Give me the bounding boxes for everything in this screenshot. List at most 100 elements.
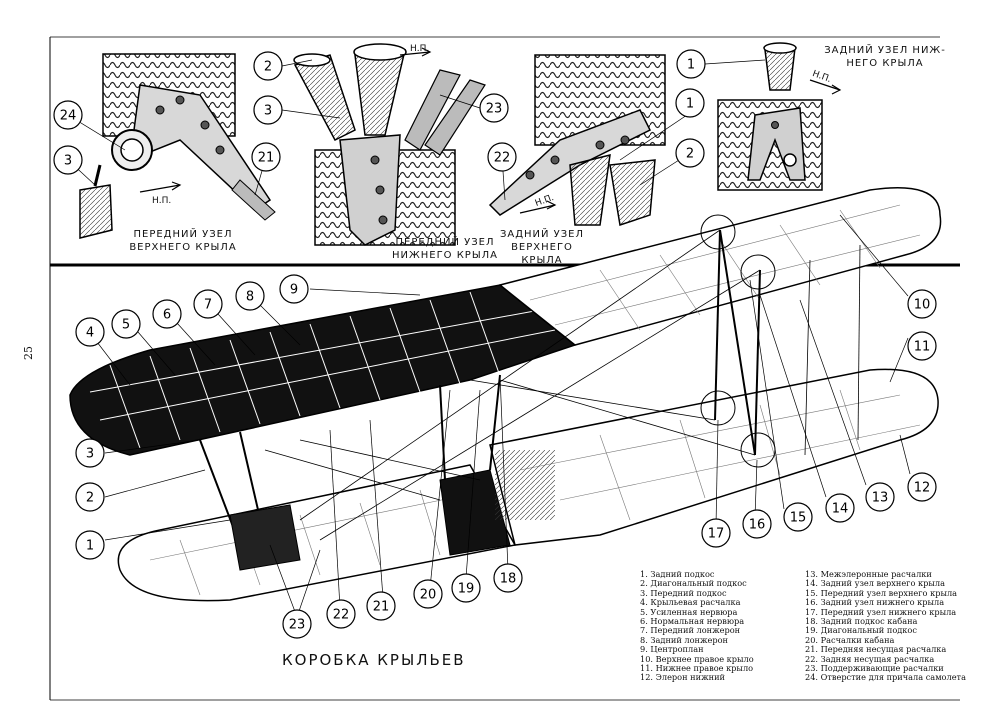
legend-item: 18. Задний подкос кабана xyxy=(805,616,918,627)
callout-circle xyxy=(53,145,83,175)
callout-circle xyxy=(907,289,937,319)
upper-left-wing xyxy=(69,284,577,456)
legend-item: 19. Диагональный подкос xyxy=(805,625,917,636)
caption-line: ПЕРЕДНИЙ УЗЕЛ xyxy=(395,237,495,248)
callout-circle xyxy=(366,591,396,621)
callout-22: 22 xyxy=(487,142,517,172)
callout-circle xyxy=(282,609,312,639)
legend-item: 10. Верхнее правое крыло xyxy=(640,653,754,664)
callout-circle xyxy=(825,493,855,523)
callout-circle xyxy=(676,49,706,79)
callout-number: 20 xyxy=(420,588,437,603)
legend-item: 16. Задний узел нижнего крыла xyxy=(805,597,945,608)
callout-circle xyxy=(413,579,443,609)
caption-line: ВЕРХНЕГО xyxy=(511,242,573,253)
callout-circle xyxy=(675,88,705,118)
legend-item: 5. Усиленная нервюра xyxy=(640,606,738,617)
callout-number: 22 xyxy=(494,151,511,166)
callout-circle xyxy=(75,317,105,347)
legend-item: 17. Передний узел нижнего крыла xyxy=(805,606,957,617)
legend-item: 7. Передний лонжерон xyxy=(640,625,741,636)
caption-rear-lower-node: ЗАДНИЙ УЗЕЛ НИЖ- НЕГО КРЫЛА xyxy=(820,44,950,70)
callout-circle xyxy=(253,95,283,125)
legend-item: 9. Центроплан xyxy=(640,644,704,655)
caption-line: НЕГО КРЫЛА xyxy=(846,58,924,69)
legend-item: 3. Передний подкос xyxy=(640,587,727,598)
page-number: 25 xyxy=(22,346,35,360)
callout-number: 10 xyxy=(914,298,931,313)
callout-number: 15 xyxy=(790,511,807,526)
legend-item: 20. Расчалки кабана xyxy=(805,634,895,645)
lower-center-cutout xyxy=(439,469,511,556)
callout-4: 4 xyxy=(75,317,105,347)
callout-circle xyxy=(675,138,705,168)
legend-item: 15. Передний узел верхнего крыла xyxy=(805,587,958,598)
callout-3: 3 xyxy=(253,95,283,125)
legend-item: 13. Межэлеронные расчалки xyxy=(805,569,932,579)
callout-number: 3 xyxy=(264,104,272,119)
callout-number: 7 xyxy=(204,298,212,313)
callout-14: 14 xyxy=(825,493,855,523)
callout-number: 21 xyxy=(258,151,275,166)
callout-circle xyxy=(152,299,182,329)
callout-number: 6 xyxy=(163,308,171,323)
callout-number: 9 xyxy=(290,283,298,298)
callout-1: 1 xyxy=(676,49,706,79)
callout-2: 2 xyxy=(675,138,705,168)
callout-number: 21 xyxy=(373,600,390,615)
detail-rear-lower-node xyxy=(717,42,842,191)
legend-item: 1. Задний подкос xyxy=(640,569,715,579)
lower-left-wing xyxy=(117,464,517,602)
callout-number: 17 xyxy=(708,527,725,542)
callout-circle xyxy=(235,281,265,311)
callout-circle xyxy=(75,438,105,468)
callout-number: 18 xyxy=(500,572,517,587)
callout-circle xyxy=(326,599,356,629)
callout-circle xyxy=(487,142,517,172)
callout-number: 13 xyxy=(872,491,889,506)
callout-23: 23 xyxy=(282,609,312,639)
detail-rear-upper-node xyxy=(488,54,666,226)
callout-19: 19 xyxy=(451,573,481,603)
legend-item: 2. Диагональный подкос xyxy=(640,578,747,589)
detail-front-lower-node xyxy=(293,43,486,246)
callout-20: 20 xyxy=(413,579,443,609)
callout-circle xyxy=(75,530,105,560)
callout-number: 8 xyxy=(246,290,254,305)
callout-16: 16 xyxy=(742,509,772,539)
callout-number: 3 xyxy=(86,447,94,462)
caption-line: ВЕРХНЕГО КРЫЛА xyxy=(129,242,237,253)
callout-number: 5 xyxy=(122,318,130,333)
legend-item: 12. Элерон нижний xyxy=(640,672,725,683)
callout-number: 12 xyxy=(914,481,931,496)
callout-circle xyxy=(865,482,895,512)
callout-13: 13 xyxy=(865,482,895,512)
callout-22: 22 xyxy=(326,599,356,629)
callout-number: 2 xyxy=(86,491,94,506)
caption-line: ЗАДНИЙ УЗЕЛ НИЖ- xyxy=(824,45,946,56)
callout-1: 1 xyxy=(675,88,705,118)
callout-1: 1 xyxy=(75,530,105,560)
callout-23: 23 xyxy=(479,93,509,123)
rib-lines xyxy=(89,291,556,449)
caption-rear-upper-node: ЗАДНИЙ УЗЕЛ ВЕРХНЕГО КРЫЛА xyxy=(492,228,592,267)
diagram-title: КОРОБКА КРЫЛЬЕВ xyxy=(282,651,466,669)
callout-number: 1 xyxy=(686,97,694,112)
legend-item: 22. Задняя несущая расчалка xyxy=(805,653,935,664)
legend-item: 24. Отверстие для причала самолета xyxy=(805,672,966,683)
legend-item: 21. Передняя несущая расчалка xyxy=(805,644,947,655)
callout-17: 17 xyxy=(701,518,731,548)
callout-number: 1 xyxy=(86,539,94,554)
callout-21: 21 xyxy=(366,591,396,621)
callout-24: 24 xyxy=(53,100,83,130)
legend-item: 6. Нормальная нервюра xyxy=(640,616,745,627)
callout-3: 3 xyxy=(53,145,83,175)
callout-18: 18 xyxy=(493,563,523,593)
callout-circle xyxy=(907,472,937,502)
callout-2: 2 xyxy=(75,482,105,512)
wing-box xyxy=(69,187,942,602)
